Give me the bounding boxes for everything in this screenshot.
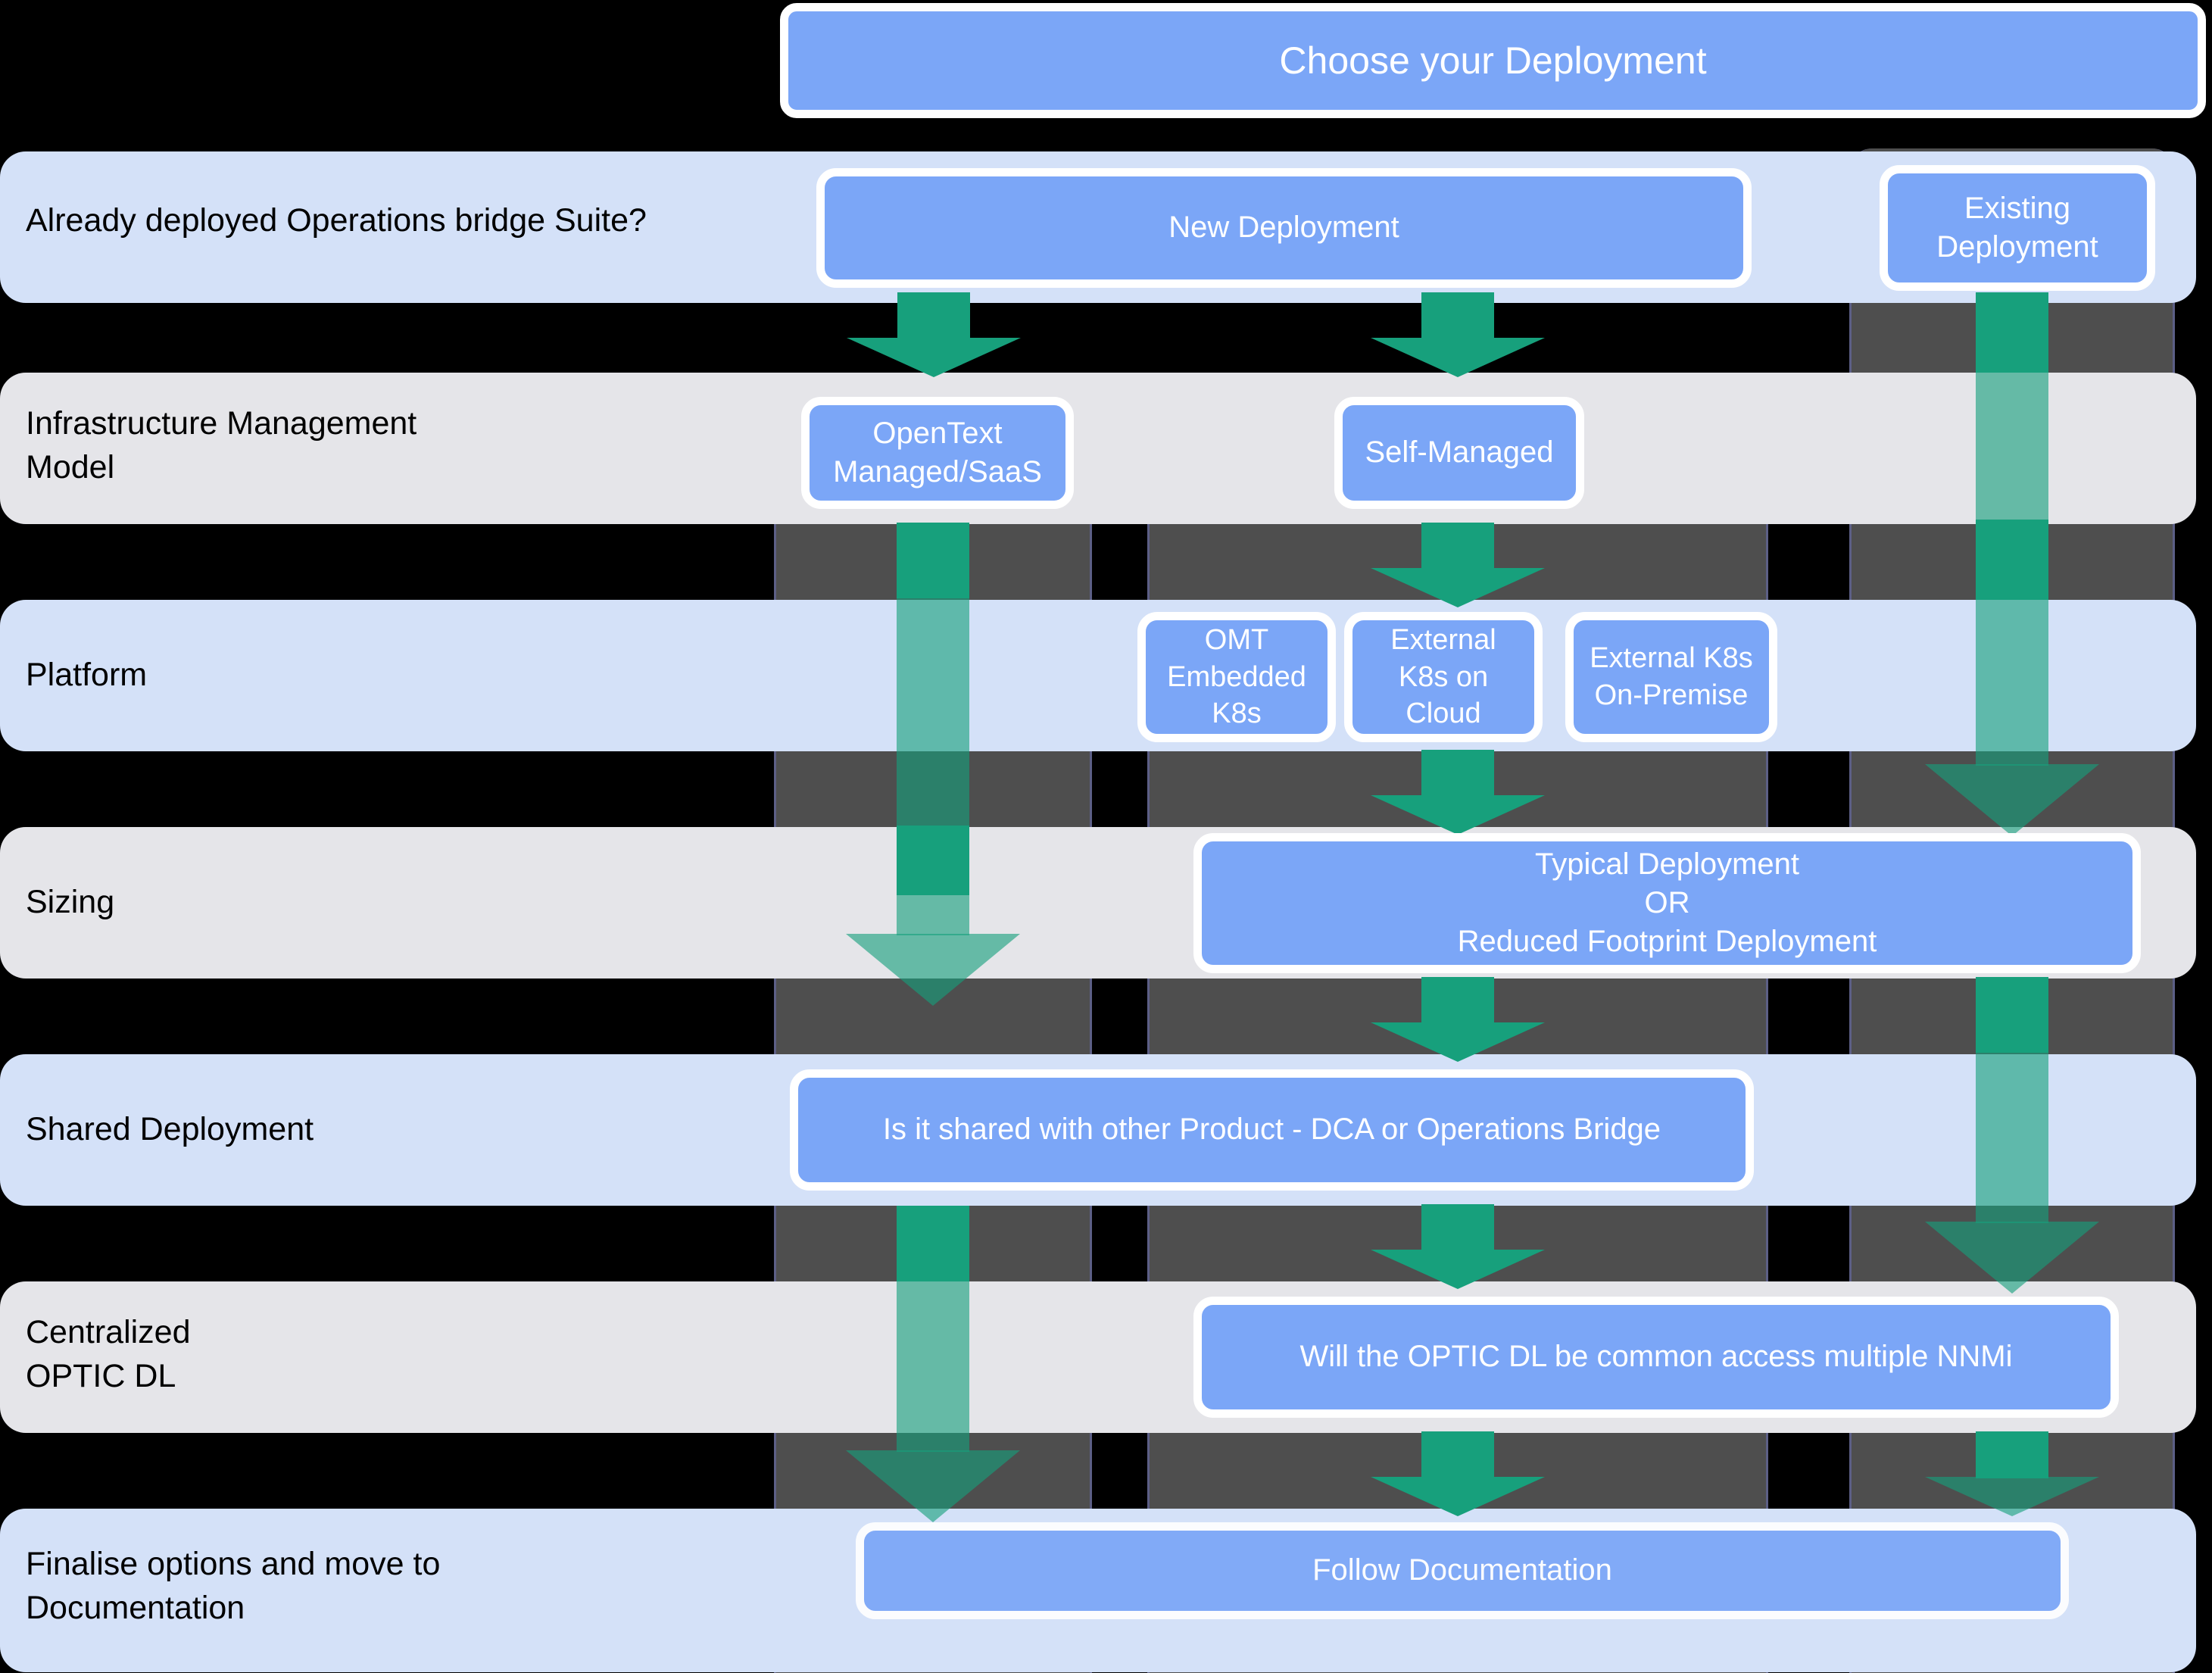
node-label: OMT Embedded K8s [1167, 624, 1306, 730]
node-optic-question[interactable]: Will the OPTIC DL be common access multi… [1193, 1297, 2119, 1418]
arrow-existing-to-optic [1925, 977, 2099, 1295]
arrow-selfmanaged-to-platform [1371, 523, 1545, 607]
row-label-already-deployed: Already deployed Operations bridge Suite… [26, 202, 647, 239]
arrow-sizing-to-shared [1371, 977, 1545, 1062]
node-sizing-options[interactable]: Typical Deployment OR Reduced Footprint … [1193, 833, 2141, 973]
arrow-existing-to-docs [1925, 1431, 2099, 1516]
node-label: Is it shared with other Product - DCA or… [882, 1113, 1661, 1147]
node-shared-question[interactable]: Is it shared with other Product - DCA or… [790, 1069, 1754, 1191]
node-follow-documentation[interactable]: Follow Documentation [856, 1522, 2069, 1619]
node-label: Will the OPTIC DL be common access multi… [1299, 1340, 2013, 1374]
row-infra-model: Infrastructure Management Model [0, 373, 2196, 524]
row-label-finalise: Finalise options and move to Documentati… [26, 1546, 441, 1627]
node-label: OpenText Managed/SaaS [833, 416, 1042, 488]
arrow-optic-to-docs [1371, 1431, 1545, 1516]
row-label-infra-model: Infrastructure Management Model [26, 405, 417, 486]
node-label: Existing Deployment [1936, 191, 2098, 264]
node-label: Follow Documentation [1312, 1553, 1612, 1587]
row-label-shared-deployment: Shared Deployment [26, 1111, 314, 1147]
arrow-new-to-opentext [847, 292, 1021, 377]
node-new-deployment[interactable]: New Deployment [816, 168, 1752, 288]
node-label: External K8s on Cloud [1390, 624, 1496, 730]
node-label: New Deployment [1168, 211, 1399, 245]
arrow-new-to-selfmanaged [1371, 292, 1545, 377]
row-platform: Platform [0, 600, 2196, 751]
node-existing-deployment[interactable]: Existing Deployment [1880, 165, 2155, 291]
node-label: Choose your Deployment [1279, 39, 1707, 82]
arrow-opentext-to-shared [846, 523, 1020, 1007]
node-external-k8s-onpremise[interactable]: External K8s On-Premise [1565, 612, 1777, 742]
arrow-opentext-to-finalise [846, 1206, 1020, 1524]
node-external-k8s-cloud[interactable]: External K8s on Cloud [1344, 612, 1543, 742]
node-label: Typical Deployment OR Reduced Footprint … [1457, 847, 1877, 959]
row-label-centralized-optic: Centralized OPTIC DL [26, 1314, 191, 1395]
row-label-platform: Platform [26, 657, 148, 693]
node-self-managed[interactable]: Self-Managed [1334, 397, 1584, 509]
node-label: Self-Managed [1365, 435, 1554, 470]
row-label-sizing: Sizing [26, 884, 115, 920]
node-omt-embedded-k8s[interactable]: OMT Embedded K8s [1137, 612, 1336, 742]
arrow-shared-to-optic [1371, 1204, 1545, 1289]
arrow-platform-to-sizing [1371, 750, 1545, 835]
node-label: External K8s On-Premise [1590, 642, 1753, 711]
node-opentext-managed-saas[interactable]: OpenText Managed/SaaS [801, 397, 1074, 509]
arrow-existing-to-sizing [1925, 292, 2099, 838]
node-choose-deployment[interactable]: Choose your Deployment [780, 3, 2206, 118]
